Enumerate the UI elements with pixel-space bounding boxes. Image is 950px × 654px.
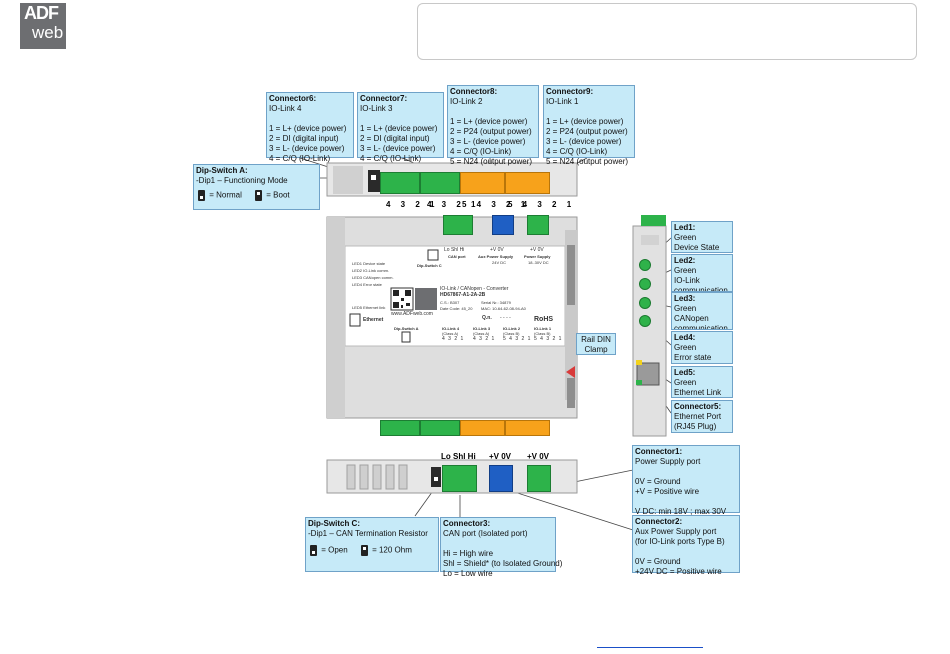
- front-led1: LED1 Device state: [352, 261, 386, 266]
- front-rohs: RoHS: [534, 316, 554, 323]
- switch-boot-icon: [255, 190, 263, 201]
- front-qn-value: - - - -: [500, 315, 511, 321]
- connector3-callout: Connector3: CAN port (Isolated port) Hi …: [440, 517, 562, 578]
- front-cs: C.S.: B307: [440, 300, 460, 305]
- connector7-terminal: [420, 172, 460, 194]
- aux-power-terminal: [492, 215, 514, 235]
- connector6-terminal: [380, 172, 420, 194]
- front-ethernet: Ethernet: [363, 317, 384, 323]
- dip-switch-a-callout: Dip-Switch A: -Dip1 – Functioning Mode =…: [193, 164, 320, 210]
- connector8-terminal: [460, 172, 505, 194]
- front-code: HD67867-A1-2A-2B: [440, 292, 486, 298]
- front-port1-class: (Class B): [534, 331, 551, 336]
- front-port4-name: IO-Link 4: [442, 326, 460, 331]
- front-port3-name: IO-Link 3: [473, 326, 491, 331]
- adfweb-logo: ADF web: [20, 3, 66, 49]
- bottom-aux-label: +V 0V: [489, 452, 512, 461]
- connector2-callout: Connector2: Aux Power Supply port (for I…: [632, 515, 740, 576]
- front-port2-class: (Class B): [503, 331, 520, 336]
- dip-switch-c-callout: Dip-Switch C: -Dip1 – CAN Termination Re…: [305, 517, 439, 572]
- led2-callout: Led2: Green IO-Link communication: [671, 254, 733, 292]
- led3-indicator: [639, 297, 651, 309]
- front-bottom-terminal-2: [420, 420, 460, 436]
- front-www: www.ADFweb.com: [391, 311, 433, 317]
- front-power-volt: 18..30V DC: [528, 260, 549, 265]
- connector7-callout: Connector7: IO-Link 3 1 = L+ (device pow…: [357, 92, 444, 163]
- front-date: Date Code: 45_20: [440, 306, 473, 311]
- front-port4-pins: 4 3 2 1: [442, 336, 465, 342]
- front-bottom-terminal-4: [505, 420, 550, 436]
- connector9-callout: Connector9: IO-Link 1 1 = L+ (device pow…: [543, 85, 635, 166]
- front-port2-name: IO-Link 2: [503, 326, 521, 331]
- led2-indicator: [639, 278, 651, 290]
- front-bottom-terminal-3: [460, 420, 505, 436]
- front-port1-name: IO-Link 1: [534, 326, 552, 331]
- front-can-label: Lo Shl Hi: [444, 247, 465, 253]
- led4-callout: Led4: Green Error state: [671, 331, 733, 364]
- front-port3-pins: 4 3 2 1: [473, 336, 496, 342]
- front-dip-c: Dip-Switch C: [417, 263, 442, 268]
- front-aux-label: +V 0V: [490, 247, 504, 253]
- can-port-terminal: [443, 215, 473, 235]
- led4-indicator: [639, 315, 651, 327]
- front-port3-class: (Class A): [473, 331, 490, 336]
- led1-callout: Led1: Green Device State: [671, 221, 733, 253]
- front-power-port: Power Supply: [524, 254, 551, 259]
- bottom-power-label: +V 0V: [527, 452, 550, 461]
- front-led5: LED5 Ethernet link: [352, 305, 386, 310]
- connector6-pin-numbers: 4 3 2 1: [386, 200, 439, 209]
- header-box: [417, 3, 917, 60]
- connector8-pin-numbers: 5 4 3 2 1: [462, 200, 530, 209]
- connector6-callout: Connector6: IO-Link 4 1 = L+ (device pow…: [266, 92, 354, 163]
- connector5-callout: Connector5: Ethernet Port (RJ45 Plug): [671, 400, 733, 433]
- rail-din-clamp-callout: Rail DIN Clamp: [576, 333, 616, 355]
- front-port4-class: (Class A): [442, 331, 459, 336]
- footer-link-underline[interactable]: [597, 647, 703, 648]
- connector8-callout: Connector8: IO-Link 2 1 = L+ (device pow…: [447, 85, 539, 166]
- front-led4: LED4 Error state: [352, 282, 382, 287]
- switch-120ohm-icon: [360, 545, 368, 556]
- front-product: IO-Link / CANopen - Converter: [440, 286, 509, 292]
- front-led2: LED2 IO-Link comm.: [352, 268, 390, 273]
- bottom-power-terminal: [527, 465, 551, 492]
- led1-indicator: [639, 259, 651, 271]
- front-aux-port: Aux Power Supply: [478, 254, 514, 259]
- front-led3: LED3 CANopen comm.: [352, 275, 394, 280]
- front-port2-pins: 5 4 3 2 1: [503, 336, 532, 342]
- front-can-port: CAN port: [448, 254, 466, 259]
- connector9-terminal: [505, 172, 550, 194]
- connector9-pin-numbers: 5 4 3 2 1: [508, 200, 576, 209]
- bottom-aux-terminal: [489, 465, 513, 492]
- front-mac: MAC: 10-64-62-08-94-A0: [481, 306, 526, 311]
- front-port1-pins: 5 4 3 2 1: [534, 336, 563, 342]
- connector1-callout: Connector1: Power Supply port 0V = Groun…: [632, 445, 740, 516]
- front-power-label: +V 0V: [530, 247, 544, 253]
- front-aux-volt: 24V DC: [492, 260, 507, 265]
- bottom-can-label: Lo Shl Hi: [441, 452, 476, 461]
- power-supply-terminal: [527, 215, 549, 235]
- switch-open-icon: [310, 545, 317, 556]
- connector7-pin-numbers: 4 3 2 1: [427, 200, 480, 209]
- bottom-can-terminal: [442, 465, 477, 492]
- front-bottom-terminal-1: [380, 420, 420, 436]
- led5-callout: Led5: Green Ethernet Link: [671, 366, 733, 398]
- front-qn: Q.n.: [482, 315, 492, 321]
- front-dip-a: Dip-Switch A: [394, 326, 419, 331]
- front-serial: Serial Nr.: 34879: [481, 300, 511, 305]
- switch-normal-icon: [198, 190, 205, 201]
- led3-callout: Led3: Green CANopen communication: [671, 292, 733, 330]
